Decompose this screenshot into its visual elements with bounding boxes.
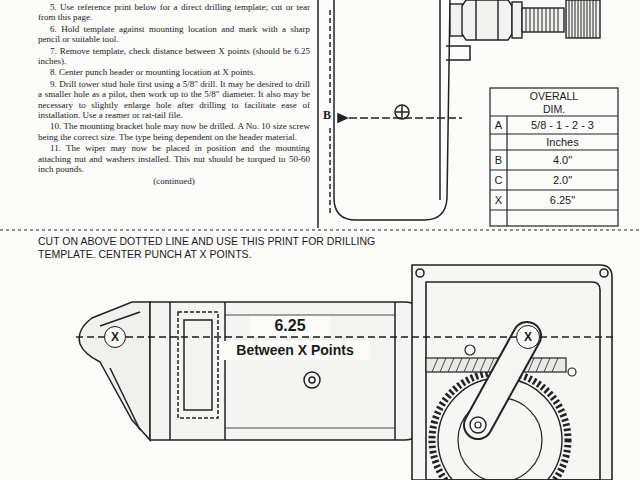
dimension-note: Between X Points bbox=[220, 341, 370, 360]
motor-body bbox=[309, 377, 315, 383]
motor-side-view bbox=[329, 128, 331, 215]
instruction-step: 5. Use reference print below for a direc… bbox=[38, 2, 310, 23]
instruction-step: 8. Center punch header or mounting locat… bbox=[38, 67, 310, 77]
cut-line bbox=[0, 229, 640, 230]
point-mark: X bbox=[524, 331, 532, 343]
motor-body bbox=[169, 302, 171, 440]
instruction-step: 7. Remove template, check distance betwe… bbox=[38, 46, 310, 67]
gearbox-housing bbox=[412, 265, 612, 480]
motor-body bbox=[304, 372, 320, 388]
table-cell: 2.0" bbox=[507, 170, 618, 190]
motor-side-view bbox=[395, 105, 409, 119]
wiper-shaft bbox=[512, 2, 522, 38]
crank-arm bbox=[470, 417, 486, 433]
dimension-table bbox=[490, 133, 618, 134]
continued-note: (continued) bbox=[38, 176, 310, 186]
centerline-extension bbox=[76, 336, 104, 337]
cut-instruction: CUT ON ABOVE DOTTED LINE AND USE THIS PR… bbox=[38, 235, 383, 261]
point-mark: X bbox=[111, 331, 119, 343]
instruction-step: 9. Drill tower stud hole first using a 5… bbox=[38, 79, 310, 121]
motor-side-view bbox=[401, 105, 403, 119]
mounting-bracket bbox=[79, 302, 150, 440]
wiper-shaft bbox=[526, 8, 558, 32]
motor-body bbox=[150, 302, 418, 440]
motor-side-view bbox=[334, 0, 450, 220]
motor-body bbox=[224, 302, 226, 440]
motor-body bbox=[178, 312, 218, 418]
crank-arm bbox=[478, 336, 527, 425]
wiper-shaft bbox=[450, 0, 600, 40]
dimension-table bbox=[490, 88, 618, 226]
wiper-shaft bbox=[497, 0, 498, 40]
wiper-shaft bbox=[522, 8, 564, 32]
wiper-shaft bbox=[566, 0, 600, 38]
crank-arm bbox=[475, 422, 481, 428]
gearbox-housing bbox=[412, 265, 612, 480]
dimension-table bbox=[490, 115, 618, 116]
motor-body bbox=[225, 428, 395, 429]
crank-arm bbox=[478, 336, 527, 425]
motor-body bbox=[150, 302, 418, 440]
instruction-step: 6. Hold template against mounting locati… bbox=[38, 24, 310, 45]
gearbox-housing bbox=[416, 269, 424, 277]
centerline-extension bbox=[540, 336, 614, 337]
motor-body bbox=[394, 302, 396, 440]
motor-side-view bbox=[329, 10, 331, 103]
table-cell: 6.25" bbox=[507, 190, 618, 210]
dimension-table bbox=[490, 88, 618, 226]
dimension-table bbox=[490, 209, 618, 210]
table-cell: 5/8 - 1 - 2 - 3 bbox=[507, 116, 618, 134]
dimension-table bbox=[490, 189, 618, 190]
callout-letter: B bbox=[321, 108, 333, 124]
motor-side-view bbox=[446, 46, 470, 60]
dimension-table bbox=[490, 149, 618, 150]
center-punch-point: X bbox=[104, 326, 126, 348]
instruction-step: 11. The wiper may now be placed in posit… bbox=[38, 143, 310, 174]
table-cell: 4.0" bbox=[507, 150, 618, 170]
motor-side-view bbox=[439, 0, 441, 200]
cut-line bbox=[0, 229, 640, 230]
motor-side-view bbox=[338, 114, 347, 122]
mounting-bracket bbox=[79, 302, 150, 440]
instruction-step: 10. The mounting bracket hole may now be… bbox=[38, 121, 310, 142]
motor-body bbox=[184, 320, 212, 410]
drive-gear bbox=[568, 368, 576, 376]
separator-line bbox=[317, 0, 319, 228]
table-cell: C bbox=[490, 170, 507, 190]
table-cell: B bbox=[490, 150, 507, 170]
wiper-shaft bbox=[475, 0, 476, 40]
crank-arm bbox=[470, 336, 527, 433]
dimension-value: 6.25 bbox=[250, 316, 330, 336]
separator-line bbox=[317, 0, 319, 228]
table-cell: Inches bbox=[507, 134, 618, 150]
drive-gear bbox=[465, 345, 475, 355]
table-header: OVERALL DIM. bbox=[524, 89, 584, 116]
table-cell: A bbox=[490, 116, 507, 134]
motor-side-view bbox=[338, 117, 462, 119]
dimension-table bbox=[490, 169, 618, 170]
motor-side-view bbox=[330, 0, 470, 220]
wiper-shaft bbox=[462, 0, 512, 40]
gearbox-housing bbox=[426, 282, 600, 480]
center-punch-point: X bbox=[516, 325, 540, 349]
mounting-bracket bbox=[100, 312, 140, 430]
centerline bbox=[126, 336, 516, 337]
instruction-column: 5. Use reference print below for a direc… bbox=[38, 2, 310, 187]
gearbox-housing bbox=[600, 269, 608, 277]
table-cell: X bbox=[490, 190, 507, 210]
wiper-shaft bbox=[569, 0, 596, 38]
